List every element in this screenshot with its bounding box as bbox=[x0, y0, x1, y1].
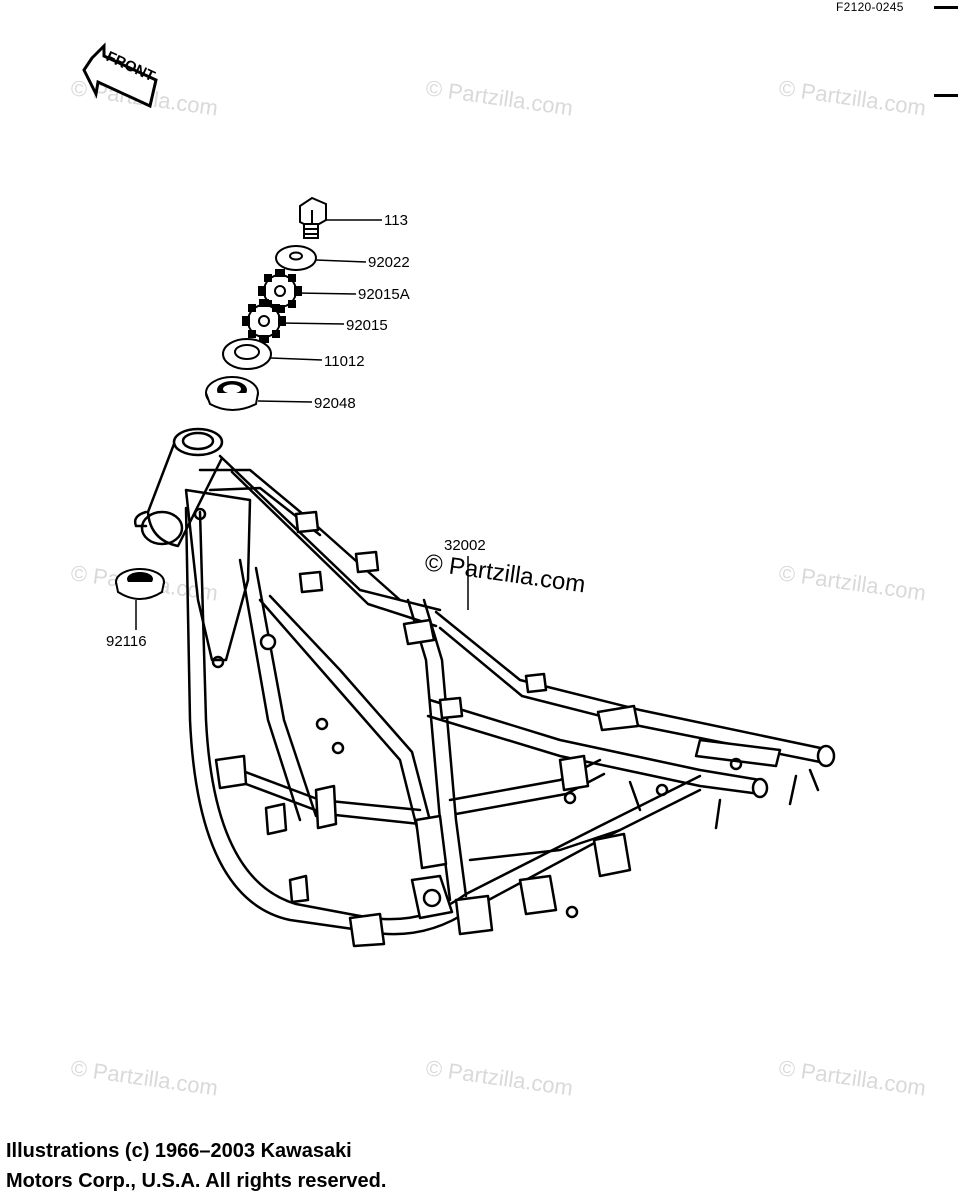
part-label-92015a: 92015A bbox=[358, 286, 410, 303]
part-label-32002: 32002 bbox=[444, 537, 486, 554]
watermark: © Partzilla.com bbox=[777, 560, 927, 605]
watermark: © Partzilla.com bbox=[424, 1055, 574, 1100]
washer-92022 bbox=[275, 245, 317, 271]
watermarks: © Partzilla.com © Partzilla.com © Partzi… bbox=[69, 75, 927, 1100]
part-label-92022: 92022 bbox=[368, 254, 410, 271]
watermark: © Partzilla.com bbox=[424, 75, 574, 120]
part-label-11012: 11012 bbox=[324, 353, 365, 370]
copyright-notice: Illustrations (c) 1966–2003 Kawasaki Mot… bbox=[6, 1136, 386, 1196]
part-label-113: 113 bbox=[384, 212, 408, 229]
watermark: © Partzilla.com bbox=[69, 1055, 219, 1100]
watermark: © Partzilla.com bbox=[777, 75, 927, 120]
corner-mark-middle bbox=[934, 94, 958, 97]
leader-lines bbox=[135, 219, 469, 630]
copyright-line-1: Illustrations (c) 1966–2003 Kawasaki bbox=[6, 1140, 352, 1162]
part-labels: 113 92022 92015A 92015 11012 92048 32002… bbox=[106, 212, 486, 650]
bearing-race-11012 bbox=[222, 338, 272, 370]
part-label-92015: 92015 bbox=[346, 317, 388, 334]
frame-watermark: © Partzilla.com bbox=[423, 549, 587, 598]
copyright-line-2: Motors Corp., U.S.A. All rights reserved… bbox=[6, 1170, 387, 1192]
cap-92116 bbox=[115, 568, 165, 600]
nut-92015a bbox=[258, 269, 302, 313]
seal-92048 bbox=[205, 376, 259, 411]
bolt-113 bbox=[299, 196, 327, 239]
diagram-code: F2120-0245 bbox=[836, 0, 904, 14]
watermark: © Partzilla.com bbox=[777, 1055, 927, 1100]
part-label-92048: 92048 bbox=[314, 395, 356, 412]
corner-mark-top bbox=[934, 6, 958, 9]
part-label-92116: 92116 bbox=[106, 633, 147, 650]
nut-92015 bbox=[242, 299, 286, 343]
frame-32002 bbox=[133, 427, 836, 948]
